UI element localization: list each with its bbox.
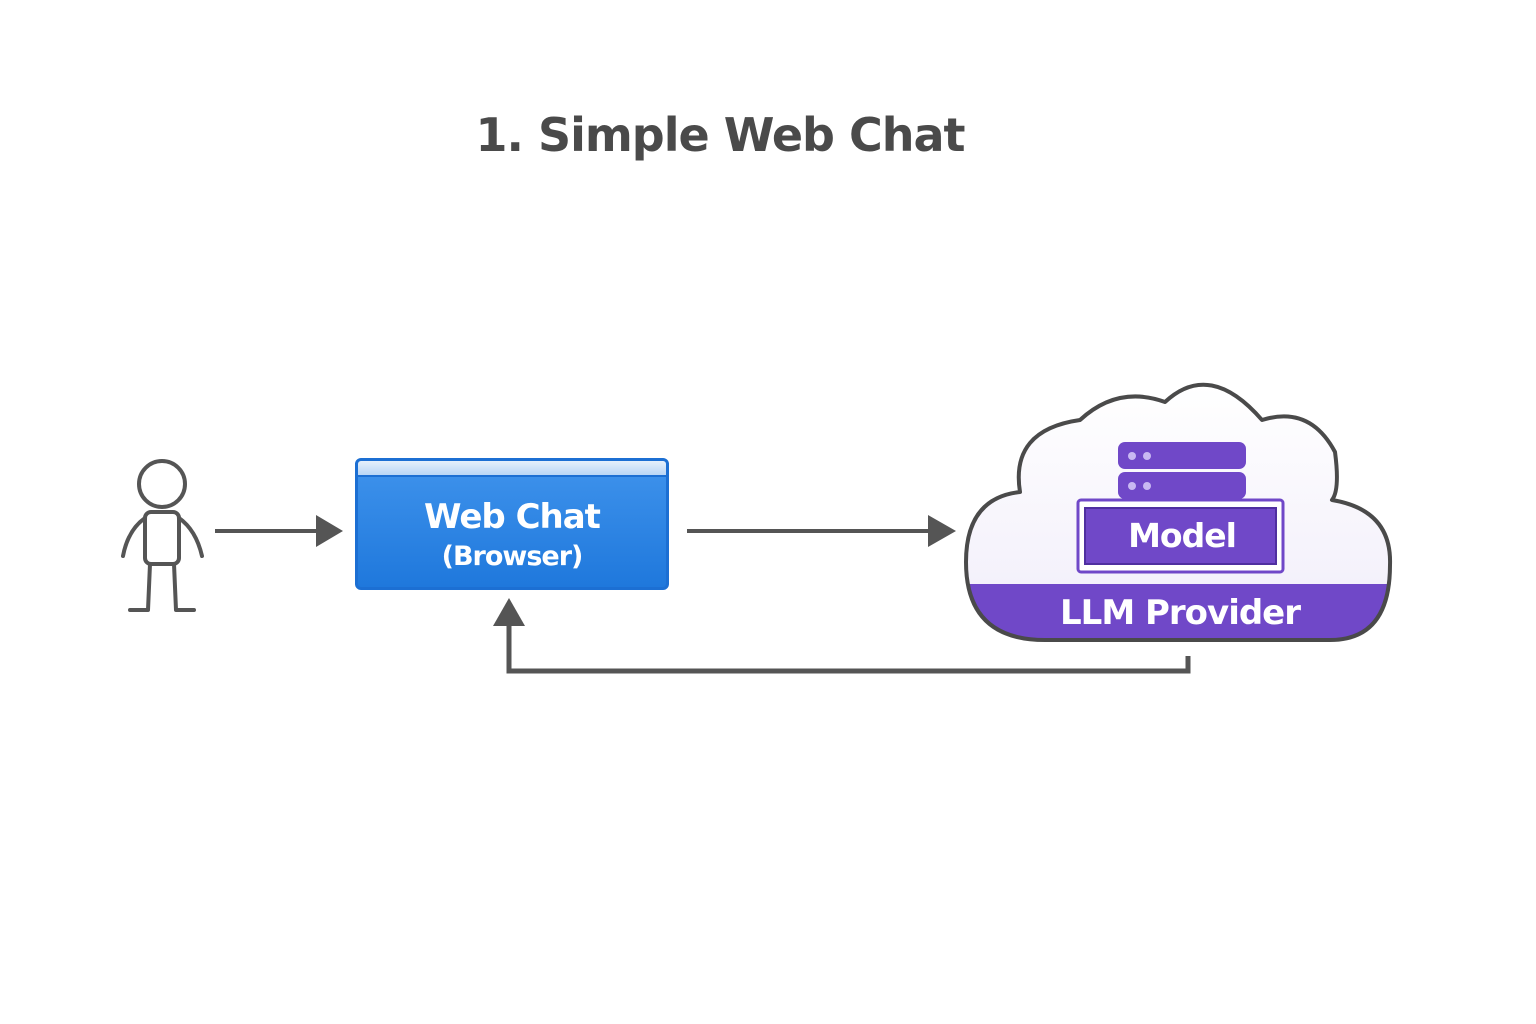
server-icon [1118,442,1246,499]
browser-subtitle: (Browser) [441,541,584,572]
arrow-user-to-browser [215,515,343,547]
person-icon [121,459,204,612]
browser-title: Web Chat [424,497,601,537]
llm-provider-label: LLM Provider [1059,593,1301,633]
model-box [1076,498,1285,574]
browser-title-bar [358,461,666,477]
arrow-browser-to-provider [687,515,956,547]
web-chat-browser-box: Web Chat (Browser) [355,458,669,590]
diagram-title: 1. Simple Web Chat [475,108,965,162]
arrow-provider-to-browser [493,598,1191,674]
model-label: Model [1128,516,1237,555]
